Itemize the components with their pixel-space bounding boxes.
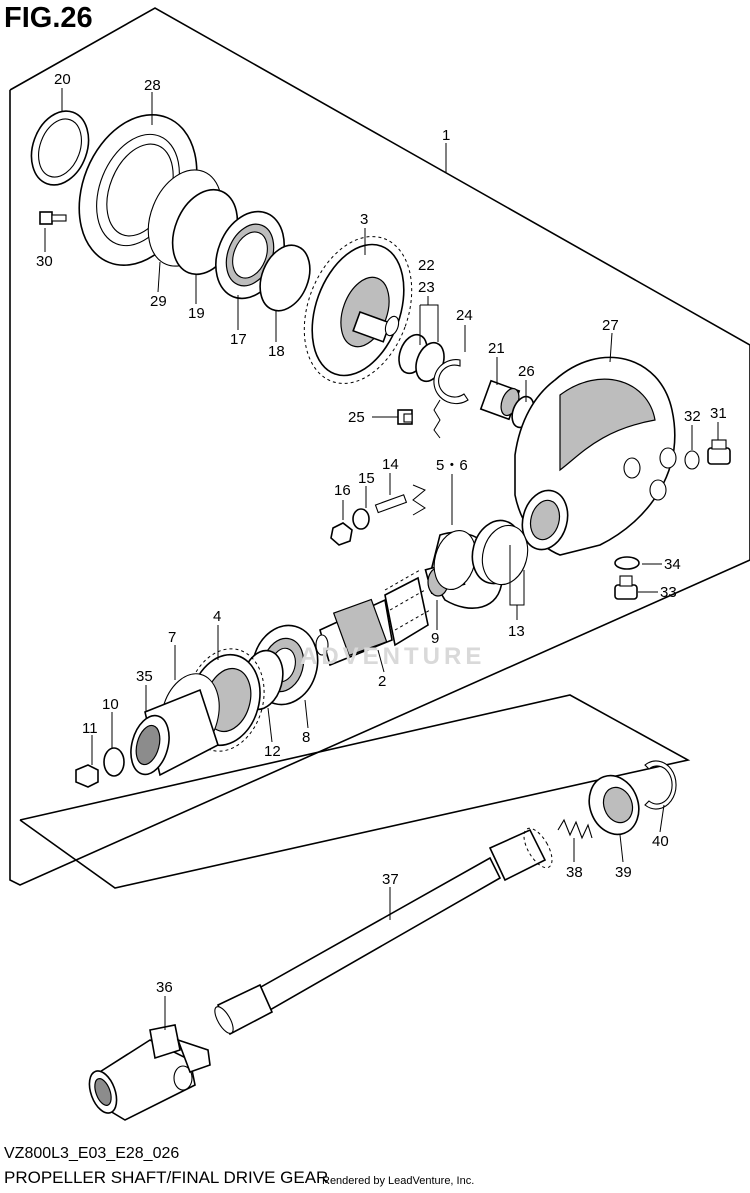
callout-33: 33 — [660, 584, 677, 601]
callout-25: 25 — [348, 409, 365, 426]
part-27-gear-case — [514, 356, 677, 556]
part-15-washer — [352, 508, 370, 530]
callout-34: 34 — [664, 556, 681, 573]
callout-8: 8 — [302, 729, 310, 746]
callout-1: 1 — [442, 127, 450, 144]
part-3-ring-gear — [303, 236, 413, 384]
part-30-bolt — [39, 211, 67, 225]
part-21-needle-bearing — [479, 379, 521, 421]
callout-10: 10 — [102, 696, 119, 713]
callout-31: 31 — [710, 405, 727, 422]
part-35-coupling — [130, 688, 219, 777]
callout-36: 36 — [156, 979, 173, 996]
part-16-nut — [330, 522, 353, 546]
part-40-circlip — [644, 760, 677, 810]
callout-30: 30 — [36, 253, 53, 270]
callout-22: 22 — [418, 257, 435, 274]
callout-19: 19 — [188, 305, 205, 322]
callout-35: 35 — [136, 668, 153, 685]
callout-27: 27 — [602, 317, 619, 334]
callout-13: 13 — [508, 623, 525, 640]
part-14-stud-bolt — [374, 494, 408, 514]
callout-11: 11 — [82, 720, 98, 737]
callout-20: 20 — [54, 71, 71, 88]
part-18-ring — [259, 244, 311, 312]
part-31-plug — [707, 439, 731, 465]
watermark: ADVENTURE — [300, 643, 486, 670]
callout-24: 24 — [456, 307, 473, 324]
callout-18: 18 — [268, 343, 285, 360]
callout-15: 15 — [358, 470, 375, 487]
assembly-frame — [9, 7, 750, 886]
callout-37: 37 — [382, 871, 399, 888]
part-2-drive-pinion — [315, 569, 431, 667]
part-32-gasket — [684, 450, 700, 470]
part-20-oil-seal — [30, 110, 90, 186]
callout-labels: 20 28 30 29 19 17 18 3 22 23 24 21 26 27… — [36, 71, 727, 996]
shaft-assembly-frame — [19, 694, 691, 889]
callout-12: 12 — [264, 743, 281, 760]
part-25-bolt — [397, 409, 413, 425]
figure-title: FIG.26 — [4, 2, 93, 34]
part-39-seat — [588, 774, 640, 836]
diagram-code: VZ800L3_E03_E28_026 — [4, 1145, 180, 1162]
part-33-plug — [614, 575, 638, 600]
part-11-nut — [75, 764, 99, 788]
callout-26: 26 — [518, 363, 535, 380]
part-36-universal-joint — [88, 1024, 211, 1121]
callout-29: 29 — [150, 293, 167, 310]
part-34-washer — [614, 556, 640, 570]
diagram-caption: PROPELLER SHAFT/FINAL DRIVE GEAR — [4, 1168, 329, 1187]
callout-40: 40 — [652, 833, 669, 850]
callout-5-6: 5・6 — [436, 457, 468, 474]
callout-9: 9 — [431, 630, 439, 647]
callout-7: 7 — [168, 629, 176, 646]
part-38-spring — [557, 818, 593, 840]
callout-14: 14 — [382, 456, 399, 473]
callout-4: 4 — [213, 608, 221, 625]
part-37-propeller-shaft — [214, 827, 553, 1036]
callout-17: 17 — [230, 331, 247, 348]
callout-21: 21 — [488, 340, 505, 357]
part-24-circlip — [433, 359, 469, 405]
leader-lines — [44, 88, 719, 1030]
callout-16: 16 — [334, 482, 351, 499]
callout-39: 39 — [615, 864, 632, 881]
callout-2: 2 — [378, 673, 386, 690]
rendered-by-credit: Rendered by LeadVenture, Inc. — [322, 1175, 475, 1187]
callout-28: 28 — [144, 77, 161, 94]
callout-3: 3 — [360, 211, 368, 228]
callout-32: 32 — [684, 408, 701, 425]
part-10-washer — [103, 747, 125, 777]
callout-38: 38 — [566, 864, 583, 881]
callout-23: 23 — [418, 279, 435, 296]
